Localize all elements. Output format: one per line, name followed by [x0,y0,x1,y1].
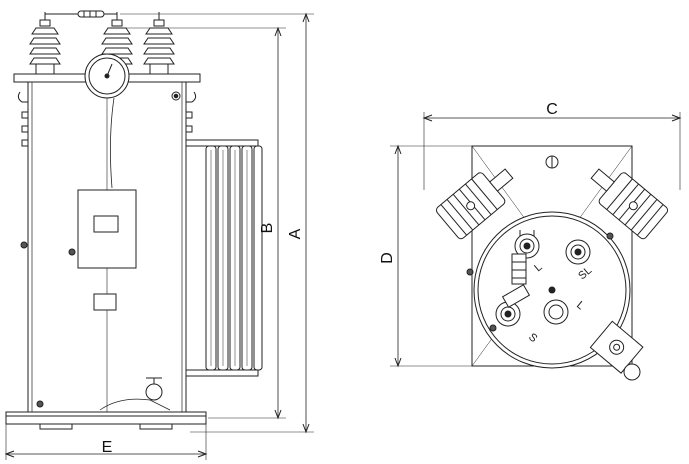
lv-bushing-3 [495,301,521,327]
hv-bushing-top-right [590,168,669,240]
radiator [185,139,263,377]
lv-arrester [501,253,531,308]
dimension-b [126,26,286,420]
top-view [390,112,682,381]
hv-bushing-right [143,12,175,75]
dimension-e [4,424,208,460]
rating-plate [93,293,117,311]
control-box [77,189,137,269]
hv-bushing-top-center [545,155,559,169]
dimension-d-label: D [379,252,396,264]
dimension-c [422,112,682,190]
tank-top [473,211,631,369]
lv-bushing-1 [514,230,540,259]
dimension-a [120,12,314,434]
dimension-c-label: C [546,101,558,118]
dimension-a-label: A [287,228,304,239]
dimension-e-label: E [102,439,113,456]
base-plate [5,411,207,430]
dimension-d [390,144,472,368]
drain-valve-icon [99,377,171,411]
front-view [4,10,314,460]
pressure-relief-icon [589,320,644,374]
hv-bushing-top-left [435,168,514,240]
gauge-dial-icon [84,53,130,99]
hv-bushing-left [29,12,61,75]
arrester-link [45,10,117,18]
grounding-lug-icon [623,363,641,381]
lv-bushing-2 [565,239,591,265]
dimension-b-label: B [259,223,276,234]
lv-bushing-4 [543,299,569,325]
